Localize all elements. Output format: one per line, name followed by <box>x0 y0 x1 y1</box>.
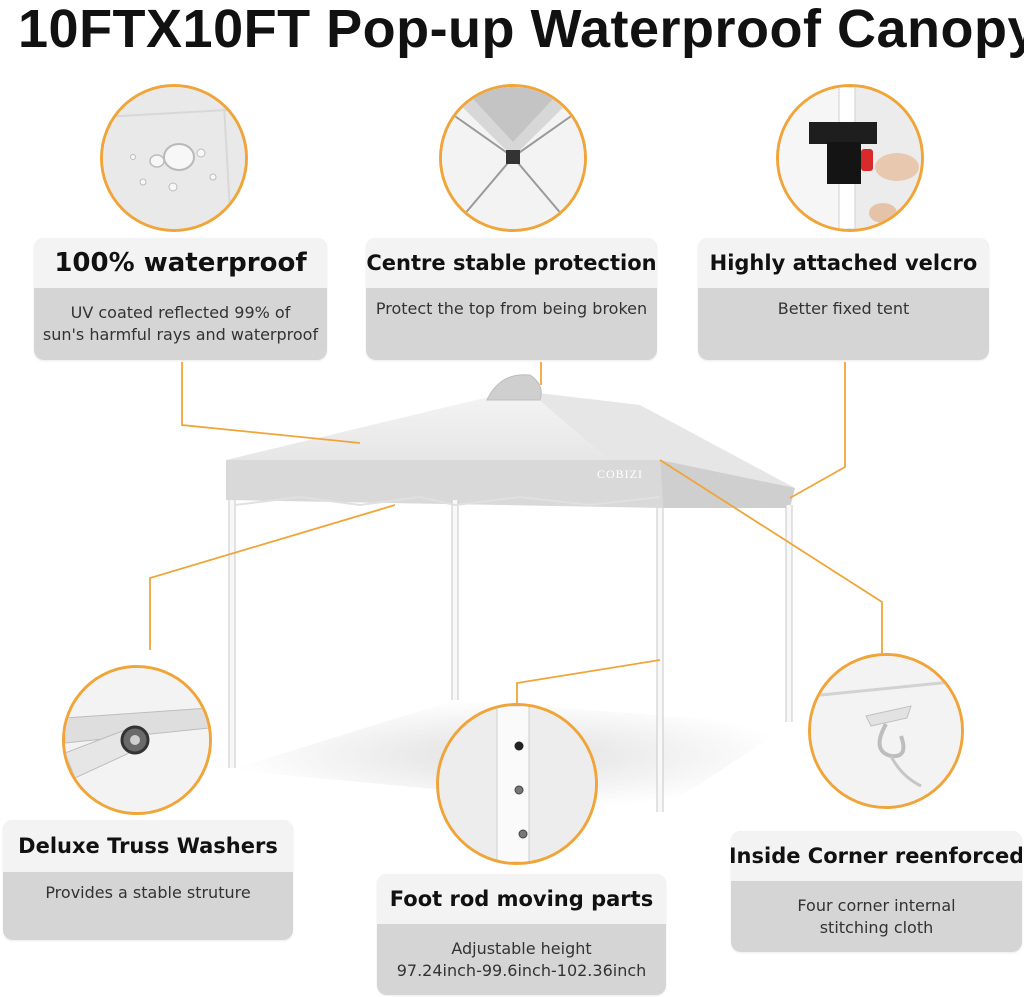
canopy-roof-right <box>530 392 795 488</box>
connector-corner <box>659 459 883 655</box>
water-drop-icon <box>163 143 195 171</box>
feature-heading: Foot rod moving parts <box>377 874 666 924</box>
feature-description: Provides a stable struture <box>45 883 251 902</box>
adjust-hole-icon <box>514 741 524 751</box>
waterproof-detail-image <box>100 84 248 232</box>
canopy-vent <box>486 374 542 401</box>
feature-description: UV coated reflected 99% of sun's harmful… <box>42 303 319 344</box>
feature-card-corner: Inside Corner reenforced Four corner int… <box>731 831 1022 952</box>
connector-waterproof <box>181 362 361 444</box>
foot-rod-image <box>436 703 598 865</box>
feature-card-foot: Foot rod moving parts Adjustable height … <box>377 874 666 995</box>
feature-description: Protect the top from being broken <box>375 299 648 318</box>
connector-lines <box>149 362 883 705</box>
feature-heading: Highly attached velcro <box>698 238 989 288</box>
page-title: 10FTX10FT Pop-up Waterproof Canopy <box>18 0 1024 59</box>
connector-foot <box>516 659 661 705</box>
canopy-valance-front <box>226 460 663 508</box>
feature-heading: Centre stable protection <box>366 238 657 288</box>
canopy-roof-left <box>226 392 620 480</box>
feature-card-centre: Centre stable protection Protect the top… <box>366 238 657 360</box>
velcro-detail-image <box>776 84 924 232</box>
feature-heading: 100% waterproof <box>34 238 327 288</box>
connector-velcro <box>789 362 846 499</box>
feature-heading: Inside Corner reenforced <box>731 831 1022 881</box>
connector-truss <box>149 504 396 650</box>
red-lock-icon <box>861 149 873 171</box>
feature-heading: Deluxe Truss Washers <box>3 820 293 872</box>
feature-description: Better fixed tent <box>777 299 910 318</box>
centre-protection-image <box>439 84 587 232</box>
canopy-truss <box>234 495 661 507</box>
corner-reinforced-image <box>808 653 964 809</box>
canopy-brand-label: COBIZI <box>597 467 643 481</box>
feature-description: Adjustable height 97.24inch-99.6inch-102… <box>396 938 647 980</box>
corner-strap-icon <box>865 705 912 727</box>
feature-card-waterproof: 100% waterproof UV coated reflected 99% … <box>34 238 327 360</box>
feature-description: Four corner internal stitching cloth <box>797 895 956 937</box>
truss-washer-image <box>62 665 212 815</box>
feature-card-truss: Deluxe Truss Washers Provides a stable s… <box>3 820 293 940</box>
centre-hub-icon <box>506 150 520 164</box>
canopy-valance-side <box>660 460 795 508</box>
feature-card-velcro: Highly attached velcro Better fixed tent <box>698 238 989 360</box>
